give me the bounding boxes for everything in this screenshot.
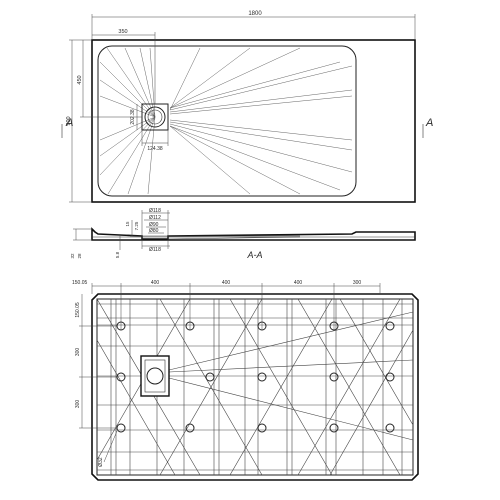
- dim-drain-offset: 350: [118, 29, 127, 35]
- section-dim-15: 15: [125, 221, 130, 227]
- bottom-drain-ring: [146, 367, 164, 385]
- bottom-dim-left-300-b: 300: [75, 400, 81, 409]
- diameter-112: Ø112: [149, 215, 161, 221]
- bottom-dim-400-b: 400: [222, 280, 231, 286]
- diameter-118-top: Ø118: [149, 208, 161, 214]
- bottom-drain-box: [140, 355, 170, 397]
- bottom-dim-400-c: 400: [294, 280, 303, 286]
- section-title: A-A: [246, 250, 262, 260]
- dim-width: 900: [66, 116, 72, 125]
- section-mark-left: A: [65, 117, 73, 129]
- section-profile: [91, 227, 416, 241]
- section-view: A-A 32 28 5.8 15 7.25 Ø118 Ø112 Ø90 Ø80 …: [70, 208, 416, 260]
- section-dim-32: 32: [70, 253, 75, 259]
- hole-diameter-callout: Ø32: [98, 457, 104, 467]
- tray-outline: [91, 39, 416, 203]
- dim-drain-horizontal: 124.38: [147, 146, 163, 152]
- section-mark-right: A: [425, 117, 433, 129]
- dim-overall-length: 1800: [248, 11, 262, 17]
- bottom-dim-150-05: 150.05: [72, 280, 88, 286]
- bottom-view: 150.05 400 400 400 300 150.05 300 300 Ø3…: [72, 280, 419, 481]
- dim-half-width: 450: [77, 75, 83, 84]
- bottom-dim-left-150-05: 150.05: [75, 302, 81, 318]
- bottom-dim-300: 300: [353, 280, 362, 286]
- section-dim-7-25: 7.25: [134, 221, 139, 230]
- bottom-outline: [91, 293, 419, 481]
- section-dim-28: 28: [77, 253, 82, 259]
- section-dim-5-8: 5.8: [115, 251, 120, 258]
- diameter-118-bottom: Ø118: [149, 247, 161, 253]
- top-view: 1800 350 900 450 202.38 124.38 A A: [61, 11, 433, 203]
- drain-outer-ring: [144, 106, 166, 128]
- dim-drain-vertical: 202.38: [130, 109, 136, 125]
- diameter-80: Ø80: [149, 228, 159, 234]
- basin-outline: [97, 45, 357, 197]
- slope-lines: [99, 47, 353, 195]
- diameter-90: Ø90: [149, 222, 159, 228]
- bottom-dim-left-300-a: 300: [75, 348, 81, 357]
- drain-inner-ring: [147, 109, 163, 125]
- bottom-dim-400-a: 400: [151, 280, 160, 286]
